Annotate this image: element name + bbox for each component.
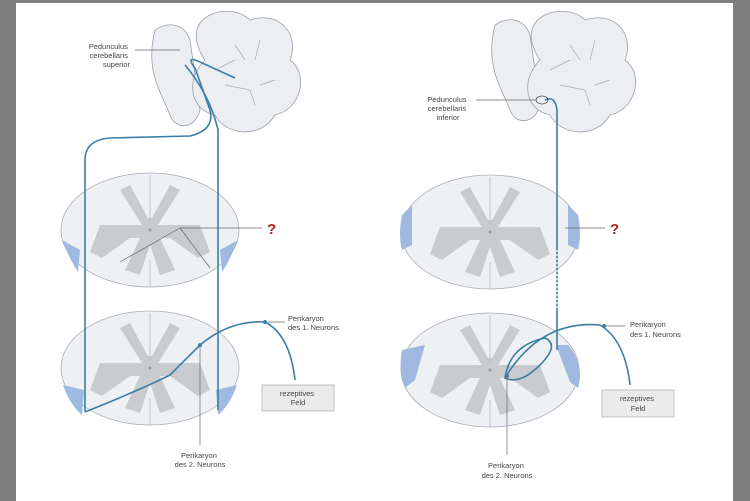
tract-right-upper (568, 205, 580, 250)
label-receptive-field: rezeptives Feld (280, 389, 316, 407)
spinocerebellar-pathway (544, 97, 558, 350)
spinal-cord-upper (60, 172, 240, 288)
tract-right-lower (216, 385, 237, 415)
right-diagram: Pedunculus cerebellaris inferior ? Perik… (400, 10, 681, 480)
tract-left-upper (62, 240, 80, 272)
tract-left-lower (63, 385, 84, 415)
perikaryon-1-dot (602, 324, 606, 328)
spinocerebellar-pathway-left (84, 58, 236, 412)
question-mark-right: ? (610, 221, 619, 238)
cerebellum (192, 10, 302, 133)
tract-right-lower (556, 345, 581, 388)
spinal-cord-lower (400, 312, 580, 428)
label-pedunculus-inferior: Pedunculus cerebellaris inferior (427, 95, 468, 122)
label-receptive-field: rezeptives Feld (620, 394, 656, 413)
tract-left-lower (400, 345, 425, 388)
label-perikaryon-1: Perikaryon des 1. Neurons (630, 320, 681, 339)
spinocerebellar-pathway-right (184, 64, 219, 410)
label-pedunculus-superior: Pedunculus cerebellaris superior (89, 42, 131, 69)
tract-right-upper (220, 240, 238, 272)
receptive-field-box (261, 384, 335, 412)
tract-left-upper (400, 205, 412, 250)
spinal-cord-upper (400, 174, 580, 290)
afferent-fiber (84, 321, 296, 413)
perikaryon-1-dot (263, 320, 267, 324)
label-perikaryon-1: Perikaryon des 1. Neurons (288, 314, 339, 332)
cerebellum (527, 10, 637, 133)
label-perikaryon-2: Perikaryon des 2. Neurons (175, 451, 226, 469)
label-perikaryon-2: Perikaryon des 2. Neurons (482, 461, 533, 480)
question-mark-left: ? (267, 221, 276, 238)
spinal-cord-lower (60, 310, 240, 426)
receptive-field-box (601, 389, 675, 418)
left-diagram: Pedunculus cerebellaris superior ? Perik… (60, 10, 339, 469)
